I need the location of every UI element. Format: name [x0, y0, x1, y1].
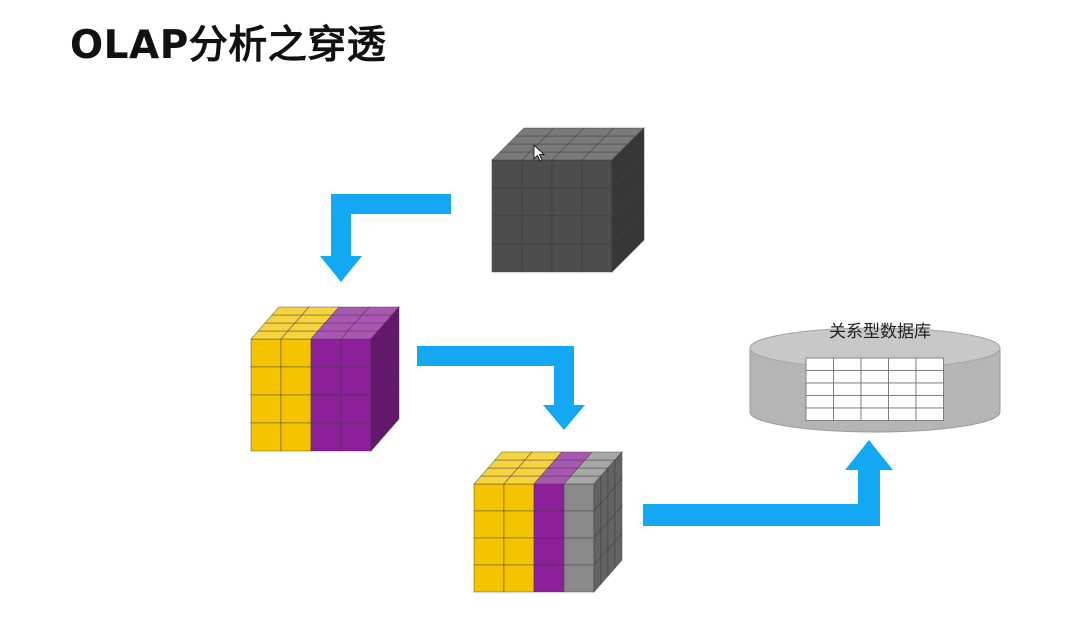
cube-front-cell [533, 510, 565, 539]
database-table-cell [805, 382, 834, 396]
cube-front-cell [280, 394, 312, 424]
cube-front-cell [533, 483, 565, 512]
cube-front-cell [280, 422, 312, 452]
database-table-cell [888, 370, 917, 384]
cube-front-cell [310, 422, 342, 452]
cube-front-cell [250, 338, 282, 368]
database-table-cell [833, 382, 862, 396]
database-table-grid [805, 357, 944, 421]
arrow-slice-to-dice [417, 346, 585, 430]
arrow-dice-to-database [643, 440, 893, 526]
relational-database-icon: 关系型数据库 [749, 322, 1001, 433]
cube-front-cell [563, 537, 595, 566]
database-table-cell [805, 370, 834, 384]
cube-side-cell [635, 211, 645, 249]
database-table-cell [915, 395, 944, 409]
database-table-cell [860, 395, 889, 409]
database-table-cell [833, 357, 862, 371]
database-table-cell [888, 382, 917, 396]
cube-front-cell [340, 366, 372, 396]
cube-front-cell [473, 564, 505, 593]
cube-front-cell [491, 187, 523, 217]
cube-front-cell [581, 159, 613, 189]
cube-side-cell [391, 389, 400, 429]
cube-front-cell [473, 537, 505, 566]
cube-front-cell [551, 159, 583, 189]
database-table-cell [888, 395, 917, 409]
cube-front-cell [491, 243, 523, 273]
cube-front-cell [340, 422, 372, 452]
cube-front-cell [551, 187, 583, 217]
database-table-cell [915, 357, 944, 371]
database-table-cell [888, 407, 917, 421]
database-table-cell [888, 357, 917, 371]
cube-front-cell [503, 537, 535, 566]
database-table-cell [805, 407, 834, 421]
cube-side-cell [614, 531, 623, 570]
cube-front-cell [473, 483, 505, 512]
cube-front-cell [563, 564, 595, 593]
cube-front-cell [551, 243, 583, 273]
diced-data-cube [473, 450, 623, 594]
database-table-cell [833, 407, 862, 421]
cube-front-cell [533, 537, 565, 566]
cube-front-cell [250, 366, 282, 396]
database-table-cell [860, 407, 889, 421]
cube-front-cell [503, 510, 535, 539]
database-table-cell [915, 370, 944, 384]
cube-front-cell [503, 564, 535, 593]
database-table-cell [860, 357, 889, 371]
cube-front-cell [491, 215, 523, 245]
cube-front-cell [551, 215, 583, 245]
cube-front-cell [581, 215, 613, 245]
cube-front-cell [563, 510, 595, 539]
database-label: 关系型数据库 [829, 322, 931, 342]
cube-front-cell [340, 394, 372, 424]
cube-front-cell [521, 159, 553, 189]
full-data-cube [491, 127, 645, 273]
mouse-cursor-icon [533, 143, 546, 162]
cube-front-cell [310, 366, 342, 396]
cube-front-cell [340, 338, 372, 368]
cube-front-cell [521, 187, 553, 217]
cube-front-cell [521, 243, 553, 273]
database-table-cell [833, 370, 862, 384]
cube-front-cell [250, 422, 282, 452]
database-table-cell [915, 382, 944, 396]
cube-front-cell [563, 483, 595, 512]
database-table-cell [805, 395, 834, 409]
cube-front-cell [491, 159, 523, 189]
cube-front-cell [521, 215, 553, 245]
cube-front-cell [310, 394, 342, 424]
cube-front-cell [581, 187, 613, 217]
sliced-data-cube [250, 305, 400, 453]
cube-front-cell [533, 564, 565, 593]
database-table-cell [915, 407, 944, 421]
cube-front-cell [473, 510, 505, 539]
cube-front-cell [250, 394, 282, 424]
cube-front-cell [503, 483, 535, 512]
cube-front-cell [310, 338, 342, 368]
database-table-cell [860, 370, 889, 384]
cube-front-cell [280, 366, 312, 396]
page-title: OLAP分析之穿透 [70, 23, 387, 68]
database-table-cell [860, 382, 889, 396]
cube-front-cell [280, 338, 312, 368]
cube-front-cell [581, 243, 613, 273]
database-table-cell [805, 357, 834, 371]
arrow-cube-to-slice [320, 194, 451, 282]
database-table-cell [833, 395, 862, 409]
